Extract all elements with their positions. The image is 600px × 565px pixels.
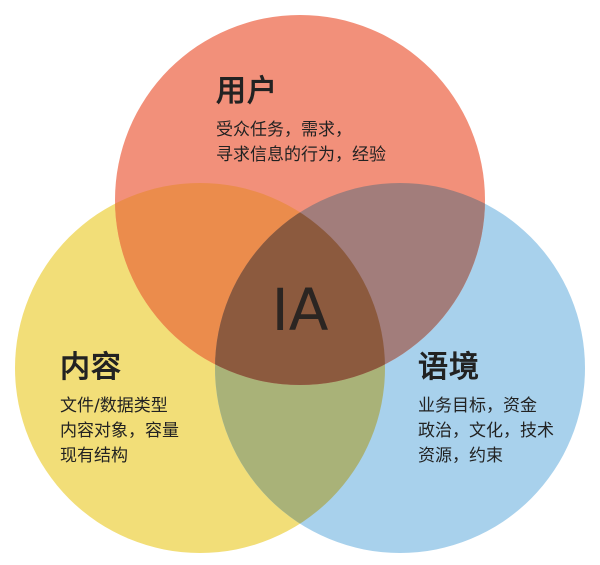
content-line-2: 内容对象，容量 [60,421,179,441]
user-line-1: 受众任务，需求， [216,120,352,140]
user-title: 用户 [216,74,278,109]
content-line-1: 文件/数据类型 [60,396,168,416]
context-line-2: 政治，文化，技术 [418,421,554,441]
user-description: 受众任务，需求， 寻求信息的行为，经验 [216,118,386,168]
user-line-2: 寻求信息的行为，经验 [216,145,386,165]
context-line-3: 资源，约束 [418,446,503,466]
context-description: 业务目标，资金 政治，文化，技术 资源，约束 [418,394,554,469]
center-overlap [215,183,385,385]
content-line-3: 现有结构 [60,446,128,466]
context-line-1: 业务目标，资金 [418,396,537,416]
context-title: 语境 [418,350,480,385]
center-label: IA [271,276,329,344]
content-description: 文件/数据类型 内容对象，容量 现有结构 [60,394,179,469]
content-title: 内容 [60,350,122,385]
